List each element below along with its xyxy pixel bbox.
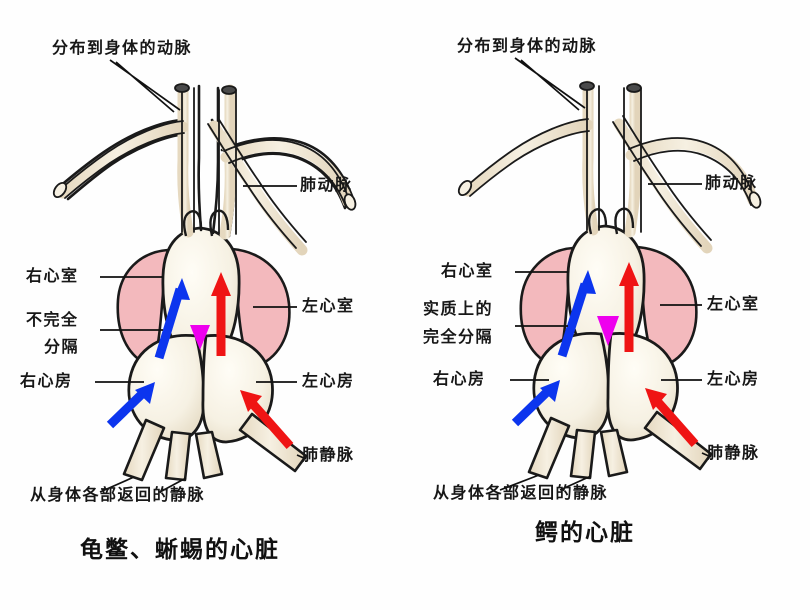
- leader-lines-group: [95, 59, 307, 493]
- red-arrow-ventricle-head: [619, 262, 639, 286]
- label-pulmonary-vein: 肺静脉: [707, 443, 760, 462]
- diagram-panel-crocodile: 分布到身体的动脉 肺动脉 右心室 左心室 实质上的 完全分隔 右心房 左心房 肺…: [405, 0, 810, 610]
- septum-arrow-head: [597, 316, 619, 346]
- red-arrow-atrium: [248, 400, 294, 449]
- panel-title-turtle-lizard: 龟鳖、蜥蜴的心脏: [80, 537, 280, 563]
- blue-arrow-ventricle: [154, 287, 185, 360]
- heart-illustration-crocodile: [457, 57, 762, 491]
- label-pulmonary-artery: 肺动脉: [300, 175, 353, 194]
- systemic-vein-2: [569, 428, 597, 480]
- blue-arrow-atrium: [106, 389, 147, 429]
- leader-systemic-artery: [109, 59, 181, 113]
- flow-arrows-group: [106, 272, 294, 449]
- pulmonary-arch-cut-end: [748, 191, 762, 209]
- blue-arrow-atrium: [511, 387, 552, 427]
- label-left-ventricle: 左心室: [707, 294, 760, 313]
- label-left-ventricle: 左心室: [302, 296, 355, 315]
- label-septum-line2: 完全分隔: [423, 327, 494, 346]
- label-septum-line2: 分隔: [44, 337, 80, 356]
- artery-cut-end-2: [221, 85, 237, 95]
- blue-arrow-ventricle-head: [578, 270, 596, 294]
- systemic-vein-1: [527, 416, 571, 480]
- outflow-loops: [182, 209, 230, 237]
- vessel-cut-ends: [52, 83, 357, 211]
- label-right-ventricle: 右心室: [441, 261, 494, 280]
- systemic-vein-3: [599, 428, 629, 478]
- label-pulmonary-vein: 肺静脉: [302, 445, 355, 464]
- systemic-veins-group: [122, 418, 224, 482]
- flow-arrows-group: [511, 242, 699, 447]
- leader-lines-group: [499, 57, 712, 491]
- red-arrow-atrium-head: [240, 390, 262, 412]
- panel-title-crocodile: 鳄的心脏: [535, 520, 635, 546]
- pulmonary-arch-cut-end: [343, 193, 357, 211]
- label-right-atrium: 右心房: [20, 371, 73, 390]
- label-systemic-vein: 从身体各部返回的静脉: [433, 483, 609, 502]
- label-right-atrium: 右心房: [433, 369, 486, 388]
- leader-systemic-artery: [514, 57, 586, 111]
- systemic-arch-cut-end: [52, 181, 68, 199]
- leader-systemic-vein: [499, 474, 592, 491]
- leader-systemic-vein: [99, 476, 187, 493]
- label-systemic-artery: 分布到身体的动脉: [457, 36, 598, 55]
- vessel-fills: [462, 80, 759, 254]
- label-left-atrium: 左心房: [302, 371, 355, 390]
- vessel-cut-ends: [457, 81, 762, 209]
- label-septum-line1: 不完全: [26, 310, 79, 329]
- blue-arrow-ventricle: [557, 282, 590, 358]
- systemic-veins-group: [527, 416, 629, 480]
- vessel-outlines: [467, 85, 754, 247]
- septum-mixing-arrow-head: [190, 325, 210, 350]
- artery-cut-end-2: [626, 83, 642, 93]
- vessel-fills: [57, 82, 354, 256]
- outflow-loops: [587, 207, 635, 235]
- label-systemic-artery: 分布到身体的动脉: [52, 38, 193, 57]
- systemic-vein-2: [164, 430, 192, 482]
- heart-illustration-turtle-lizard: [52, 59, 357, 493]
- label-pulmonary-artery: 肺动脉: [705, 173, 758, 192]
- red-arrow-atrium: [653, 398, 699, 447]
- label-right-ventricle: 右心室: [26, 266, 79, 285]
- artery-cut-end-1: [579, 81, 595, 91]
- label-left-atrium: 左心房: [707, 369, 760, 388]
- systemic-vein-1: [122, 418, 166, 482]
- blue-arrow-atrium-head: [540, 380, 560, 402]
- leader-pulmonary-vein: [296, 454, 307, 460]
- systemic-vein-3: [194, 430, 224, 480]
- diagram-panel-turtle-lizard: 分布到身体的动脉 肺动脉 右心室 左心室 不完全 分隔 右心房 左心房 肺静脉 …: [20, 38, 357, 563]
- red-arrow-ventricle-head: [211, 272, 231, 296]
- systemic-arch-cut-end: [457, 179, 473, 197]
- leader-pulmonary-vein: [701, 452, 712, 458]
- label-systemic-vein: 从身体各部返回的静脉: [30, 485, 206, 504]
- red-arrow-atrium-head: [645, 388, 667, 410]
- artery-cut-end-1: [174, 83, 190, 93]
- blue-arrow-ventricle-head: [173, 278, 190, 300]
- blue-arrow-atrium-head: [135, 382, 155, 404]
- label-septum-line1: 实质上的: [423, 299, 494, 318]
